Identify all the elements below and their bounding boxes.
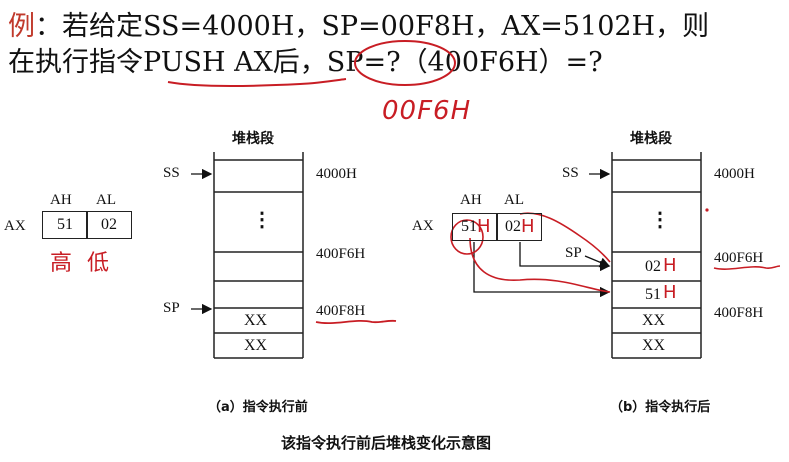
ah-cell-a: 51: [42, 211, 88, 239]
addr-top-a: 4000H: [316, 166, 357, 182]
figure-caption: 该指令执行前后堆栈变化示意图: [281, 434, 492, 452]
handwritten-h-al: H: [521, 216, 535, 237]
ax-label-b: AX: [412, 218, 434, 234]
al-cell-a: 02: [86, 211, 132, 239]
handwritten-answer: 00F6H: [382, 96, 472, 126]
ax-label-a: AX: [4, 218, 26, 234]
stack-title-a: 堆栈段: [232, 131, 274, 147]
xx-cell-b-2: XX: [642, 337, 666, 354]
addr-low-b: 400F8H: [714, 305, 764, 321]
example-line-2-post: （400F6H）=?: [400, 47, 603, 78]
handwritten-h-ah: H: [477, 216, 491, 237]
sp-label-a: SP: [163, 300, 180, 316]
handwritten-h-51: H: [663, 282, 677, 303]
example-line-1: 例：若给定SS=4000H，SP=00F8H，AX=5102H，则: [8, 12, 709, 42]
sp-question: SP=?: [326, 47, 401, 78]
example-line-2-pre: 在执行指令PUSH AX后，: [8, 47, 327, 78]
ah-cell-b: 51: [452, 213, 498, 241]
handwritten-h-02: H: [663, 255, 677, 276]
stack-cell-51: 51: [645, 286, 661, 303]
example-line-1-text: ：若给定SS=4000H，SP=00F8H，AX=5102H，则: [35, 11, 710, 42]
circle-sp-question: [354, 40, 456, 86]
caption-b: （b）指令执行后: [610, 400, 711, 415]
xx-cell-b-1: XX: [642, 312, 666, 329]
underline-push-ax: [167, 78, 347, 87]
sp-label-b: SP: [565, 245, 582, 261]
caption-a: （a）指令执行前: [208, 400, 308, 415]
xx-cell-a-1: XX: [244, 312, 268, 329]
al-label-b: AL: [504, 192, 524, 208]
example-prefix: 例: [8, 11, 35, 42]
ss-label-b: SS: [562, 165, 579, 181]
addr-sp-a: 400F8H: [316, 303, 366, 319]
addr-top-b: 4000H: [714, 166, 755, 182]
ellipsis-a: ⋮: [252, 209, 272, 231]
ah-label-b: AH: [460, 192, 482, 208]
al-cell-b: 02: [496, 213, 542, 241]
stack-cell-02: 02: [645, 258, 661, 275]
stack-title-b: 堆栈段: [630, 131, 672, 147]
handwritten-hi-lo: 高 低: [50, 251, 113, 276]
example-line-2: 在执行指令PUSH AX后，SP=?（400F6H）=?: [8, 48, 603, 78]
ellipsis-b: ⋮: [650, 209, 670, 231]
xx-cell-a-2: XX: [244, 337, 268, 354]
addr-mid-a: 400F6H: [316, 246, 366, 262]
ss-label-a: SS: [163, 165, 180, 181]
al-label-a: AL: [96, 192, 116, 208]
ah-label-a: AH: [50, 192, 72, 208]
addr-mid-b: 400F6H: [714, 250, 764, 266]
